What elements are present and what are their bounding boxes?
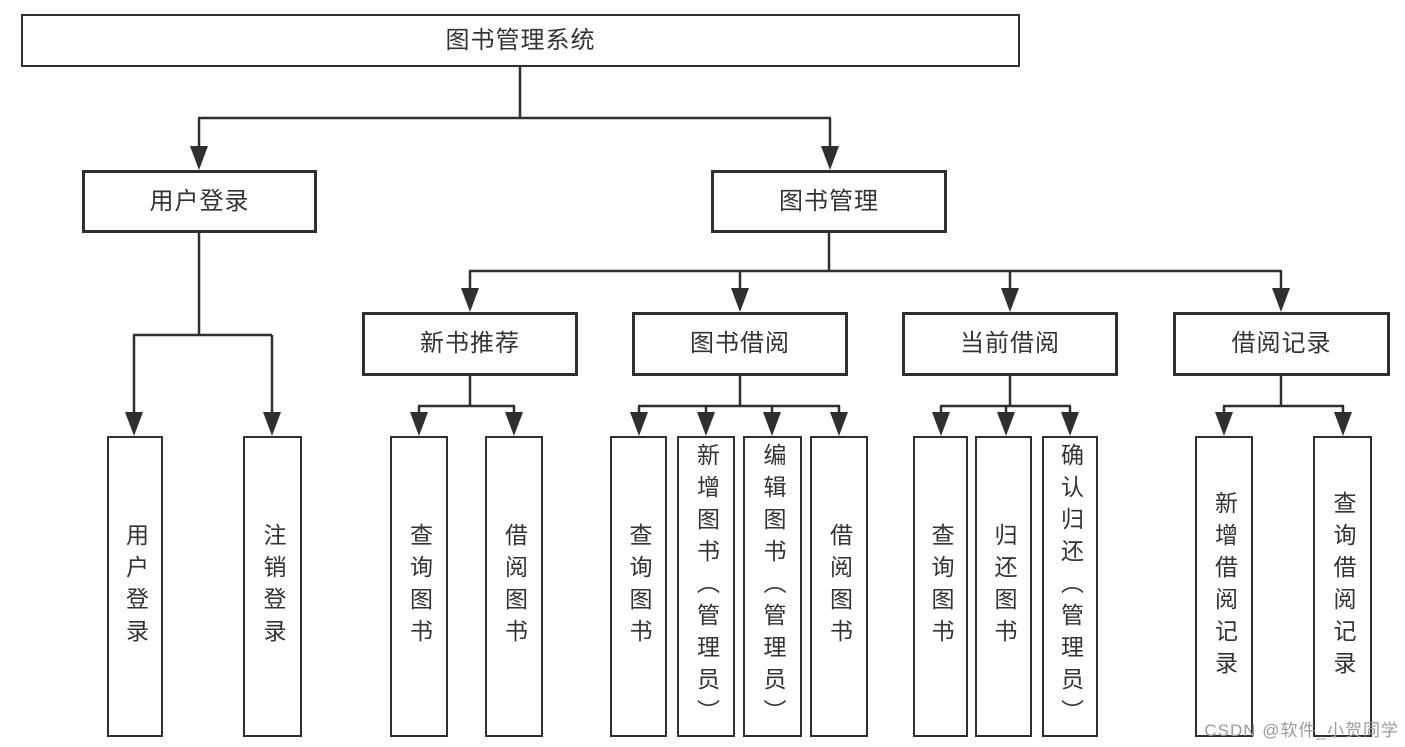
watermark: CSDN @软件_小贺同学: [1204, 721, 1399, 740]
node-new-book-recommendation: 新书推荐: [362, 312, 578, 376]
node-user-login: 用户登录: [82, 170, 317, 233]
leaf-add-borrow-record: 新增借阅记录: [1195, 436, 1253, 737]
leaf-return-books: 归还图书: [975, 436, 1032, 737]
connector-book-borrowing-split: [637, 376, 841, 414]
leaf-confirm-return-admin: 确认归还（管理员）: [1042, 436, 1098, 737]
leaf-borrow-books-recommend: 借阅图书: [485, 436, 543, 737]
leaf-edit-books-admin: 编辑图书（管理员）: [743, 436, 802, 737]
connector-book-management-split: [468, 233, 1283, 290]
leaf-borrow-books-borrowing: 借阅图书: [810, 436, 868, 737]
connector-borrow-records-split: [1222, 376, 1345, 414]
leaf-user-login: 用户登录: [107, 436, 163, 737]
node-book-borrowing: 图书借阅: [632, 312, 848, 376]
node-book-management: 图书管理: [711, 170, 947, 233]
connector-new-book-split: [417, 376, 516, 414]
leaf-query-borrow-record: 查询借阅记录: [1313, 436, 1372, 737]
connector-root-split: [197, 67, 832, 148]
leaf-query-books-current: 查询图书: [913, 436, 968, 737]
node-library-management-system: 图书管理系统: [21, 14, 1020, 67]
connector-current-borrowing-split: [939, 376, 1072, 414]
node-borrowing-records: 借阅记录: [1173, 312, 1390, 376]
leaf-add-books-admin: 新增图书（管理员）: [677, 436, 735, 737]
connector-user-login-split: [132, 233, 274, 414]
leaf-query-books-recommend: 查询图书: [390, 436, 448, 737]
leaf-query-books-borrowing: 查询图书: [610, 436, 667, 737]
leaf-logout: 注销登录: [243, 436, 302, 737]
node-current-borrowing: 当前借阅: [902, 312, 1118, 376]
